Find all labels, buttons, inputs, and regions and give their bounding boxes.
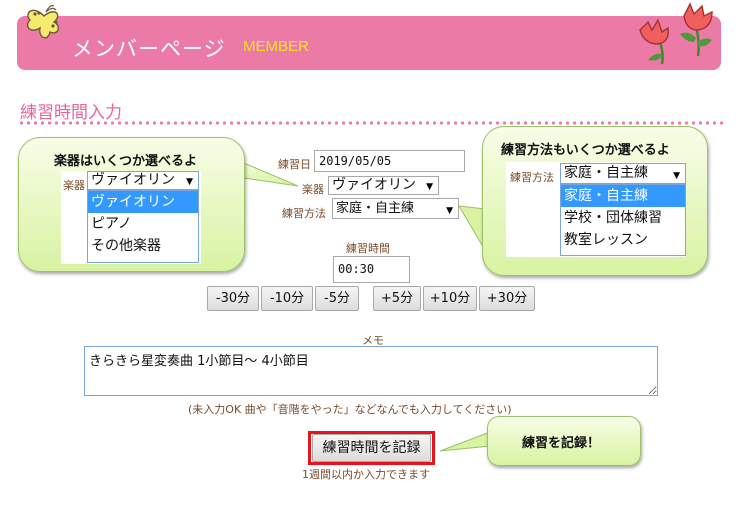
option-piano[interactable]: ピアノ [91, 216, 132, 232]
instrument-options-list: ヴァイオリン ピアノ その他楽器 [87, 190, 199, 263]
butterfly-icon [26, 5, 60, 39]
dropdown-arrow-icon: ▼ [186, 177, 193, 187]
date-input[interactable]: 2019/05/05 [314, 150, 465, 172]
memo-label: メモ [362, 334, 384, 347]
option-violin[interactable]: ヴァイオリン [88, 191, 198, 213]
plus-30-button[interactable]: +30分 [479, 286, 535, 311]
method-label: 練習方法 [282, 207, 326, 220]
banner-title: メンバーページ [72, 37, 226, 61]
record-callout-title: 練習を記録！ [522, 436, 601, 451]
dropdown-arrow-icon: ▼ [446, 206, 453, 216]
banner-subtitle: MEMBER [243, 38, 309, 55]
dotted-divider [18, 121, 723, 125]
method-demo-label: 練習方法 [510, 171, 554, 184]
memo-textarea[interactable] [84, 346, 658, 396]
submit-note: 1週間以内か入力できます [302, 468, 430, 481]
option-other[interactable]: その他楽器 [91, 238, 161, 254]
method-callout-title: 練習方法もいくつか選べるよ [501, 143, 670, 158]
option-home-practice[interactable]: 家庭・自主練 [561, 185, 685, 207]
instrument-select[interactable]: ヴァイオリン ▼ [328, 176, 439, 195]
method-options-list: 家庭・自主練 学校・団体練習 教室レッスン [560, 184, 686, 256]
plus-5-button[interactable]: +5分 [373, 286, 421, 311]
instrument-callout-title: 楽器はいくつか選べるよ [54, 154, 198, 169]
minus-30-button[interactable]: -30分 [207, 286, 259, 311]
option-school-practice[interactable]: 学校・団体練習 [564, 210, 662, 226]
memo-note: (未入力OK 曲や「音階をやった」などなんでも入力してください) [188, 403, 512, 416]
section-title: 練習時間入力 [20, 103, 122, 123]
tulips-icon [639, 2, 713, 65]
instrument-label: 楽器 [302, 183, 324, 196]
option-lesson[interactable]: 教室レッスン [564, 232, 648, 248]
method-select[interactable]: 家庭・自主練 ▼ [332, 198, 459, 219]
minus-5-button[interactable]: -5分 [315, 286, 359, 311]
plus-10-button[interactable]: +10分 [423, 286, 477, 311]
instrument-demo-select[interactable]: ヴァイオリン ▼ [87, 171, 199, 190]
duration-input[interactable]: 00:30 [333, 256, 410, 283]
minus-10-button[interactable]: -10分 [261, 286, 313, 311]
record-callout [487, 416, 641, 466]
duration-label: 練習時間 [346, 242, 390, 255]
dropdown-arrow-icon: ▼ [426, 182, 433, 192]
submit-highlight [308, 431, 435, 465]
date-label: 練習日 [278, 158, 311, 171]
instrument-demo-label: 楽器 [63, 179, 85, 192]
dropdown-arrow-icon: ▼ [673, 171, 680, 181]
method-demo-select[interactable]: 家庭・自主練 ▼ [560, 163, 686, 184]
record-practice-button[interactable]: 練習時間を記録 [312, 434, 431, 462]
header-banner [17, 16, 721, 70]
